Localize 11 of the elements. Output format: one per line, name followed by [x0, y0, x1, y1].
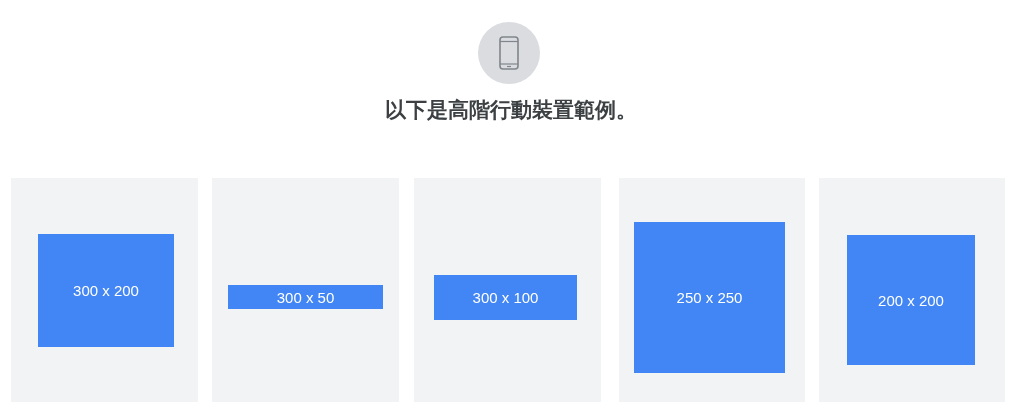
ad-size-block: 300 x 50 — [228, 285, 383, 309]
ad-size-block: 200 x 200 — [847, 235, 975, 365]
card-panel — [11, 178, 198, 402]
card-panel — [619, 178, 805, 402]
ad-size-block: 300 x 200 — [38, 234, 174, 347]
ad-size-block: 250 x 250 — [634, 222, 785, 373]
card-panel — [212, 178, 399, 402]
card-panel — [819, 178, 1005, 402]
heading: 以下是高階行動裝置範例。 — [384, 97, 637, 124]
ad-size-block: 300 x 100 — [434, 275, 577, 320]
card-panel — [414, 178, 601, 402]
